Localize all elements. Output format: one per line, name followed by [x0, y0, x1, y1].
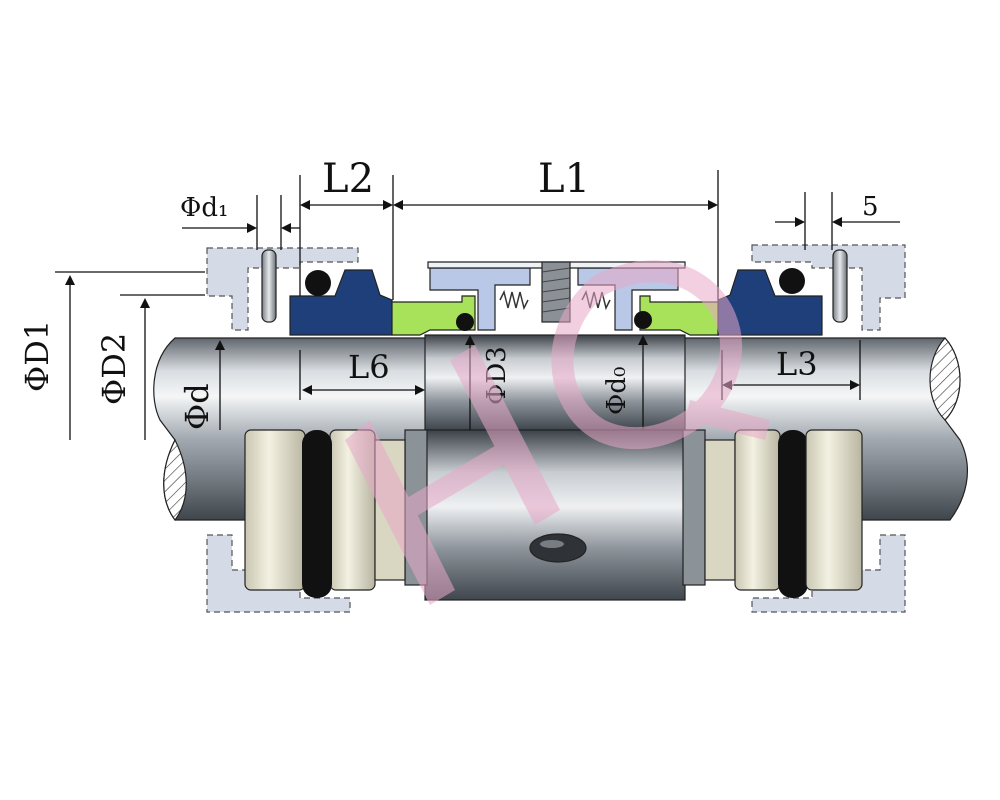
- stationary-seat-right: [717, 269, 823, 336]
- dimension-lines: [55, 170, 900, 440]
- label-five: 5: [862, 192, 879, 222]
- gland-left-top-body: [206, 247, 359, 331]
- collar-right: [704, 429, 863, 598]
- sleeve-right-step: [682, 429, 706, 586]
- label-l1: L1: [538, 156, 590, 202]
- sleeve-lower: [424, 429, 686, 601]
- watermark: HQ: [0, 0, 770, 605]
- label-l3: L3: [776, 345, 818, 383]
- gland-right-top-body: [751, 244, 906, 331]
- set-screw-head: [529, 533, 587, 563]
- label-phi-d: Φd: [178, 383, 216, 430]
- label-l2: L2: [322, 156, 374, 202]
- label-l6: L6: [348, 348, 390, 386]
- collar-right-outer: [805, 429, 863, 591]
- oring-left-lower: [302, 430, 332, 598]
- label-phi-D1: ΦD1: [18, 320, 56, 392]
- oring-right-lower: [778, 430, 808, 598]
- oring-left-seat: [305, 270, 331, 296]
- label-d1-small: Φd₁: [180, 193, 228, 223]
- label-phi-D2: ΦD2: [95, 333, 133, 405]
- set-screw-highlight: [540, 540, 564, 548]
- stationary-seat-left: [289, 269, 393, 336]
- oring-right-face: [634, 311, 652, 329]
- watermark-h-bar: [395, 440, 515, 523]
- collar-left-outer: [244, 429, 306, 591]
- oring-left-face: [456, 313, 474, 331]
- watermark-text: HQ: [0, 0, 2, 1]
- gland-right-top: [751, 244, 906, 331]
- gland-left-top: [206, 247, 359, 331]
- rotating-face-left: [391, 295, 476, 336]
- shaft-sleeve: [404, 334, 706, 601]
- spring-left: [499, 289, 529, 311]
- shaft-right-cut: [929, 337, 961, 421]
- watermark-q-ring: [551, 260, 743, 450]
- collar-right-inner: [734, 429, 781, 591]
- rotating-face-right: [639, 295, 719, 336]
- watermark-h-right: [450, 345, 560, 525]
- oring-right-seat: [779, 268, 805, 294]
- label-phi-d0: Φd₀: [602, 367, 632, 415]
- pin-right: [832, 249, 848, 323]
- drive-screw-thread: [541, 267, 571, 313]
- shaft-left-cut: [163, 438, 187, 522]
- collar-right-ring: [704, 439, 736, 581]
- watermark-q-tail: [685, 400, 770, 440]
- pin-left: [261, 249, 277, 323]
- spring-holder-left: [429, 267, 531, 331]
